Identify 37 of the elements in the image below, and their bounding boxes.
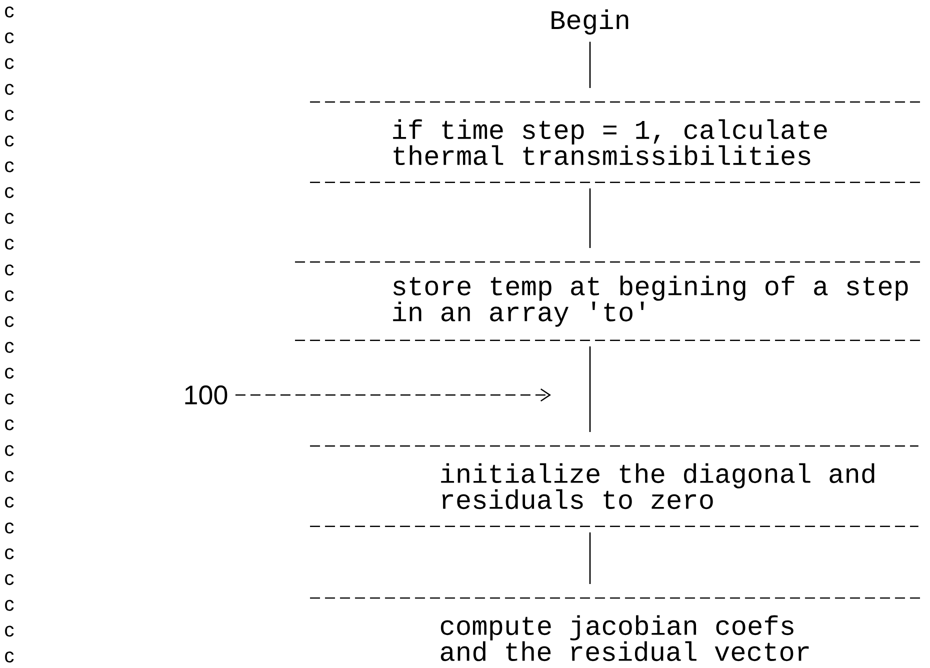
start-label: Begin bbox=[552, 9, 628, 35]
comment-marker: c bbox=[5, 652, 14, 662]
comment-marker: c bbox=[5, 84, 14, 95]
comment-marker: c bbox=[5, 290, 14, 302]
comment-marker: c bbox=[5, 264, 14, 276]
loop-label: 100 bbox=[185, 385, 228, 405]
process-box: store temp at begining of a step in an array 'to' bbox=[294, 261, 922, 342]
comment-marker: c bbox=[5, 187, 14, 198]
process-box: initialize the diagonal and residuals to zero bbox=[309, 445, 920, 528]
arrow bbox=[235, 388, 551, 402]
comment-marker: c bbox=[5, 496, 14, 508]
comment-marker: c bbox=[5, 368, 14, 379]
connector-line bbox=[589, 188, 591, 248]
connector-line bbox=[589, 532, 591, 584]
comment-marker: c bbox=[5, 316, 14, 328]
comment-marker: c bbox=[5, 342, 14, 353]
comment-marker: c bbox=[5, 445, 14, 456]
process-box: compute jacobian coefs and the residual vector bbox=[309, 597, 922, 668]
comment-marker: c bbox=[5, 626, 14, 637]
comment-marker: c bbox=[5, 574, 14, 586]
comment-marker: c bbox=[5, 470, 14, 482]
comment-marker: c bbox=[5, 394, 14, 404]
comment-marker: c bbox=[5, 600, 14, 611]
comment-marker: c bbox=[5, 419, 14, 430]
connector-line bbox=[589, 346, 591, 432]
connector-line bbox=[589, 42, 591, 88]
comment-marker: c bbox=[5, 6, 14, 18]
process-box: if time step = 1, calculate thermal transmissibilities bbox=[309, 101, 922, 184]
comment-marker: c bbox=[5, 110, 14, 121]
comment-marker: c bbox=[5, 212, 14, 224]
comment-marker: c bbox=[5, 32, 14, 44]
comment-marker: c bbox=[5, 522, 14, 534]
comment-marker: c bbox=[5, 161, 14, 172]
comment-marker: c bbox=[5, 136, 14, 146]
comment-marker: c bbox=[5, 58, 14, 70]
comment-marker: c bbox=[5, 238, 14, 250]
comment-marker: c bbox=[5, 548, 14, 560]
